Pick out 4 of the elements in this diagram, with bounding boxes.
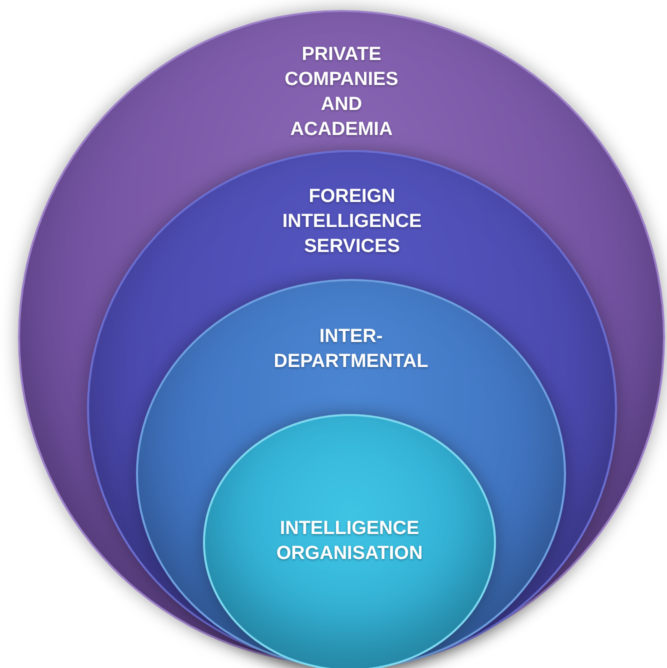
circle-label: PRIVATE COMPANIES AND ACADEMIA — [284, 43, 400, 142]
circle-label: INTER-DEPARTMENTAL — [272, 325, 430, 374]
circle-label: FOREIGN INTELLIGENCE SERVICES — [281, 185, 423, 259]
circle-label: INTELLIGENCE ORGANISATION — [275, 517, 424, 566]
